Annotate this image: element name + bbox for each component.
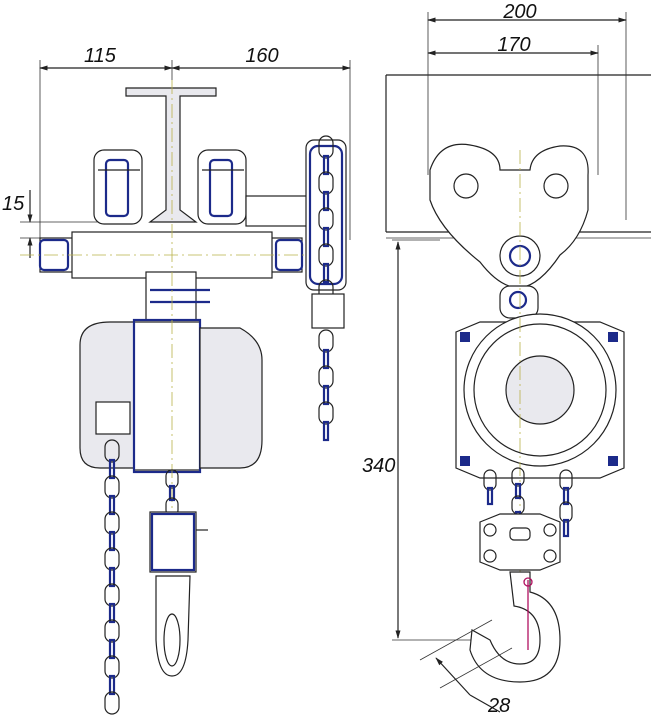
chain-link (108, 674, 116, 696)
load-hook (469, 571, 561, 683)
traverse-chain (318, 135, 334, 442)
gear-housing-side (455, 150, 625, 580)
hoist-body-front (79, 80, 263, 560)
chain-link (104, 583, 120, 607)
hand-chain-side (483, 469, 573, 538)
chain-link (318, 171, 334, 195)
chain-link (104, 655, 120, 679)
chain-link (486, 486, 494, 506)
dim-200-label: 200 (502, 1, 536, 23)
chain-link (322, 226, 330, 248)
dim-340-label: 340 (362, 455, 395, 477)
chain-link (318, 243, 334, 267)
chain-link (559, 469, 573, 491)
chain-link (322, 190, 330, 212)
chain-link (108, 602, 116, 624)
traverse-hand-wheel (305, 139, 347, 291)
chain-link (104, 691, 120, 715)
chain-link (483, 469, 497, 491)
chain-link (108, 530, 116, 552)
chain-link (322, 348, 330, 370)
chain-link (322, 154, 330, 176)
chain-link (322, 420, 330, 442)
chain-link (108, 638, 116, 660)
chain-link (165, 469, 179, 489)
dim-160-label: 160 (245, 45, 278, 67)
side-width-dimensions: 200 170 (427, 1, 627, 220)
chain-link (168, 484, 176, 502)
chain-link (104, 475, 120, 499)
front-view: 115 160 15 (2, 45, 351, 715)
trolley-wheel-left (93, 149, 143, 225)
hook-opening-dimension: 28 (419, 619, 513, 716)
chain-link (514, 482, 522, 500)
front-width-dimensions: 115 160 (39, 45, 351, 240)
i-beam-section (125, 87, 217, 223)
chain-link (104, 547, 120, 571)
chain-link (562, 486, 570, 506)
chain-link (559, 501, 573, 523)
trolley-wheel-right (197, 149, 247, 225)
chain-link (322, 262, 330, 284)
suspension-link-side (499, 285, 539, 319)
side-view: 200 170 340 (362, 1, 651, 716)
chain-link (318, 135, 334, 159)
dim-15-label: 15 (2, 193, 25, 215)
chain-link (562, 518, 570, 538)
dim-170-label: 170 (497, 34, 530, 56)
trolley-side-plate (429, 143, 589, 289)
chain-link (108, 494, 116, 516)
dim-28-label: 28 (487, 695, 510, 716)
chain-link (108, 458, 116, 480)
bottom-block-front (149, 511, 208, 677)
chain-link (104, 439, 120, 463)
chain-link (322, 384, 330, 406)
dim-115-label: 115 (84, 45, 117, 67)
chain-link (318, 329, 334, 353)
chain-link (104, 511, 120, 535)
chain-guide-block (311, 293, 345, 329)
load-chain-front (165, 469, 179, 517)
bottom-block-side (479, 513, 561, 571)
chain-link (318, 401, 334, 425)
chain-link (318, 365, 334, 389)
side-height-dimension: 340 (362, 239, 480, 641)
chain-link (511, 467, 525, 487)
hand-chain-front (104, 439, 120, 715)
chain-link (108, 566, 116, 588)
chain-link (104, 619, 120, 643)
suspension-bracket (145, 271, 210, 321)
chain-link (318, 207, 334, 231)
